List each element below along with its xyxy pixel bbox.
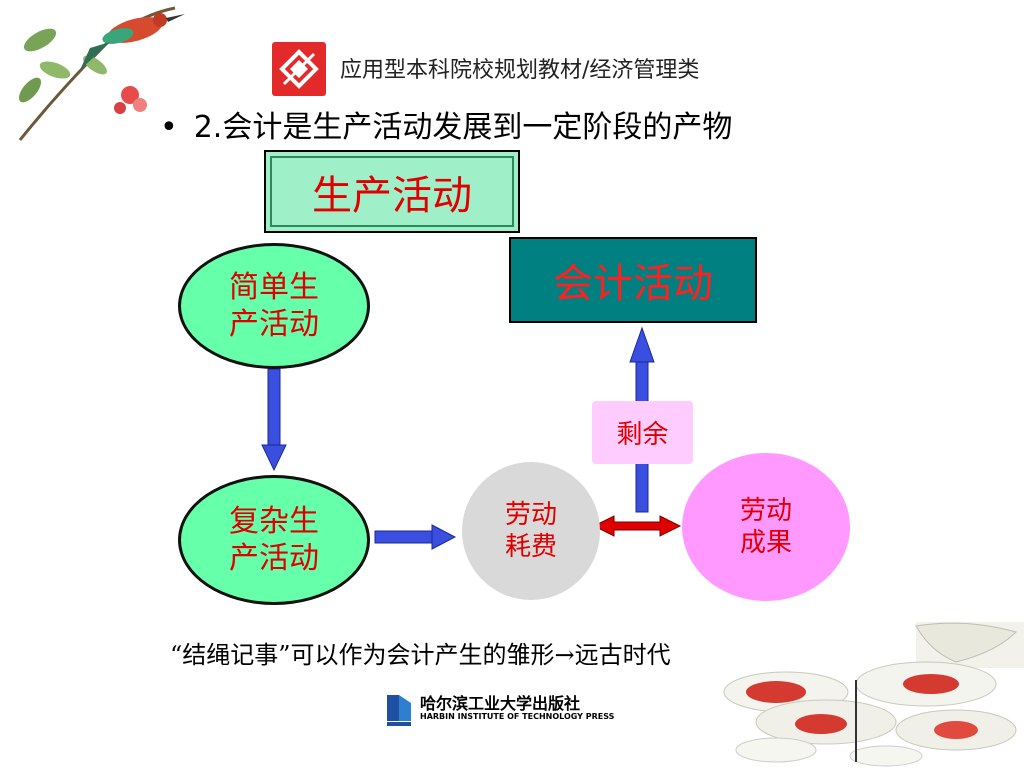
surplus-box: 剩余	[592, 401, 693, 464]
bird-flower-icon	[18, 6, 185, 141]
publisher-name-cn: 哈尔滨工业大学出版社	[420, 694, 581, 713]
accounting-activity-box: 会计活动	[509, 237, 757, 323]
simple-production-ellipse: 简单生产活动	[178, 243, 370, 369]
caption-text: “结绳记事”可以作为会计产生的雏形→远古时代	[170, 641, 671, 669]
accounting-activity-label: 会计活动	[553, 261, 713, 307]
publisher-logo-icon	[272, 42, 326, 96]
arrow-labor-result-double	[592, 515, 682, 537]
butterflies-icon	[723, 622, 1024, 767]
simple-production-label: 简单生产活动	[229, 269, 319, 343]
complex-production-label: 复杂生产活动	[229, 503, 319, 577]
publisher-name-en: HARBIN INSTITUTE OF TECHNOLOGY PRESS	[420, 712, 615, 721]
production-activity-label: 生产活动	[312, 172, 472, 219]
complex-production-ellipse: 复杂生产活动	[178, 475, 370, 605]
arrow-simple-to-complex	[261, 368, 287, 472]
bullet-marker: •	[160, 110, 178, 145]
slide-heading-text: 2.会计是生产活动发展到一定阶段的产物	[193, 110, 733, 145]
labor-consumption-label: 劳动耗费	[504, 499, 557, 563]
labor-result-circle: 劳动成果	[682, 453, 850, 601]
arrow-complex-to-labor	[374, 524, 457, 550]
labor-consumption-circle: 劳动耗费	[462, 462, 600, 600]
slide-heading: • 2.会计是生产活动发展到一定阶段的产物	[160, 102, 732, 146]
production-activity-box: 生产活动	[264, 150, 520, 233]
hitp-logo-icon	[387, 695, 411, 726]
surplus-label: 剩余	[616, 420, 669, 450]
labor-result-label: 劳动成果	[739, 495, 792, 559]
series-title: 应用型本科院校规划教材/经济管理类	[340, 58, 700, 83]
